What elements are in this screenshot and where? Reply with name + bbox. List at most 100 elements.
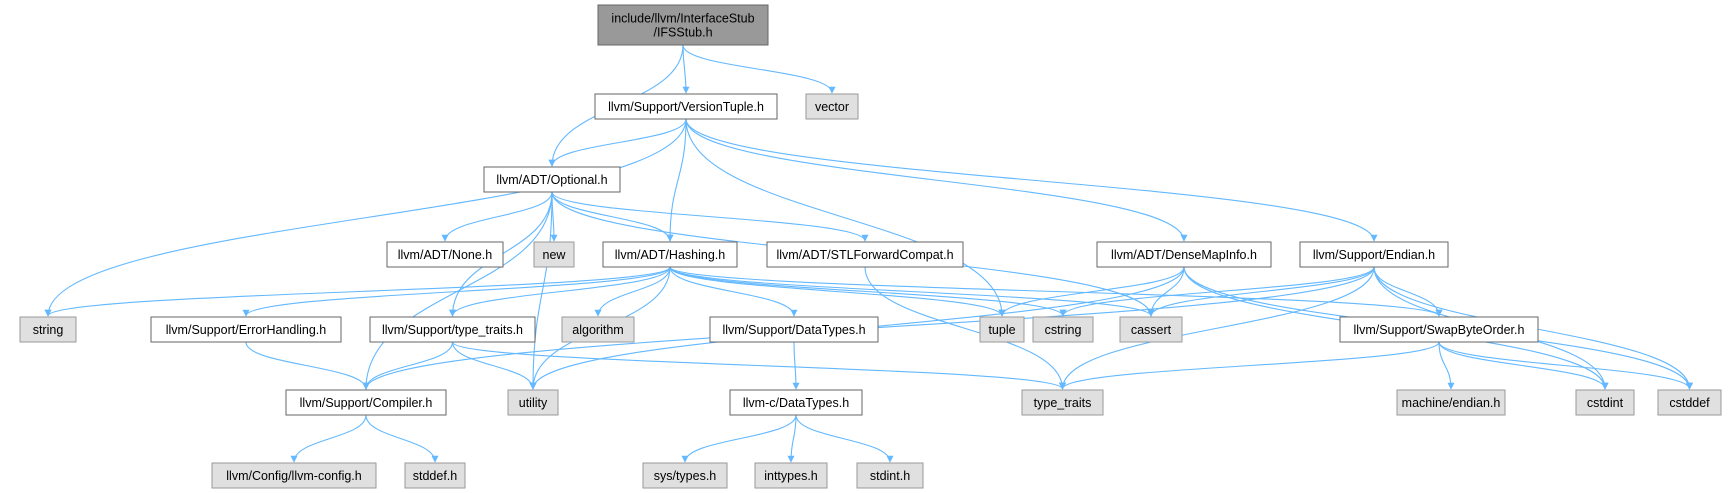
node-box — [150, 316, 342, 343]
node-label: machine/endian.h — [1402, 396, 1501, 410]
node-machine_endian: machine/endian.h — [1396, 389, 1506, 416]
edge-endian-to-swapbyteorder — [1373, 266, 1443, 317]
node-box — [1119, 316, 1183, 343]
node-box — [709, 316, 879, 343]
edge-versiontuple-to-tuple — [685, 118, 1006, 317]
node-hashing[interactable]: llvm/ADT/Hashing.h — [602, 241, 738, 268]
node-box — [1339, 316, 1539, 343]
node-versiontuple[interactable]: llvm/Support/VersionTuple.h — [594, 93, 778, 120]
node-box — [1096, 241, 1272, 268]
node-label: /IFSStub.h — [653, 26, 712, 40]
node-box — [754, 462, 828, 489]
edge-optional-to-utility — [529, 191, 553, 390]
node-ifsstub[interactable]: include/llvm/InterfaceStub/IFSStub.h — [597, 4, 769, 46]
node-label: type_traits — [1034, 396, 1092, 410]
node-endian[interactable]: llvm/Support/Endian.h — [1299, 241, 1449, 268]
node-box — [1396, 389, 1506, 416]
edge-hashing-to-datatypes_support — [669, 266, 798, 317]
node-label: llvm/ADT/None.h — [398, 248, 493, 262]
node-box — [211, 462, 377, 489]
node-label: tuple — [988, 323, 1015, 337]
node-box — [507, 389, 559, 416]
node-utility: utility — [507, 389, 559, 416]
node-label: sys/types.h — [654, 469, 717, 483]
node-box — [561, 316, 635, 343]
edge-optional-to-compiler — [362, 191, 553, 390]
node-datatypes_support[interactable]: llvm/Support/DataTypes.h — [709, 316, 879, 343]
node-vector: vector — [805, 93, 859, 120]
node-label: cstddef — [1669, 396, 1710, 410]
edge-ifsstub-to-vector — [682, 44, 836, 94]
node-cstdint: cstdint — [1575, 389, 1635, 416]
edge-hashing-to-tuple — [669, 266, 1006, 317]
node-box — [1299, 241, 1449, 268]
node-sys_types: sys/types.h — [642, 462, 728, 489]
node-label: new — [543, 248, 567, 262]
node-label: cstdint — [1587, 396, 1624, 410]
node-compiler[interactable]: llvm/Support/Compiler.h — [285, 389, 447, 416]
node-llvm_config: llvm/Config/llvm-config.h — [211, 462, 377, 489]
edge-hashing-to-algorithm — [594, 266, 671, 317]
node-tuple: tuple — [979, 316, 1025, 343]
edge-typetraits_h-to-utility — [451, 341, 537, 390]
edge-datatypes_support-to-llvmc_datatypes — [792, 341, 800, 390]
node-label: llvm/Support/ErrorHandling.h — [166, 323, 327, 337]
node-type_traits: type_traits — [1021, 389, 1104, 416]
edge-hashing-to-string — [44, 266, 671, 317]
node-box — [805, 93, 859, 120]
edge-typetraits_h-to-type_traits — [451, 341, 1066, 390]
node-label: llvm/Support/VersionTuple.h — [608, 100, 764, 114]
node-none[interactable]: llvm/ADT/None.h — [386, 241, 504, 268]
node-box — [979, 316, 1025, 343]
node-box — [404, 462, 466, 489]
node-algorithm: algorithm — [561, 316, 635, 343]
node-label: llvm/ADT/Optional.h — [496, 173, 607, 187]
node-stdint: stdint.h — [856, 462, 924, 489]
node-label: stdint.h — [870, 469, 910, 483]
edge-compiler-to-llvm_config — [290, 414, 367, 463]
edge-swapbyteorder-to-cstdint — [1438, 341, 1609, 390]
node-label: include/llvm/InterfaceStub — [611, 12, 754, 26]
node-llvmc_datatypes[interactable]: llvm-c/DataTypes.h — [729, 389, 863, 416]
node-box — [729, 389, 863, 416]
node-label: string — [33, 323, 64, 337]
node-stddef: stddef.h — [404, 462, 466, 489]
edge-hashing-to-cstring — [669, 266, 1067, 317]
edge-hashing-to-errorhandling — [242, 266, 671, 317]
node-label: cstring — [1045, 323, 1082, 337]
node-errorhandling[interactable]: llvm/Support/ErrorHandling.h — [150, 316, 342, 343]
node-box — [386, 241, 504, 268]
edge-swapbyteorder-to-cstddef — [1438, 341, 1693, 390]
node-swapbyteorder[interactable]: llvm/Support/SwapByteOrder.h — [1339, 316, 1539, 343]
node-box — [856, 462, 924, 489]
node-label: llvm/ADT/STLForwardCompat.h — [776, 248, 953, 262]
node-box — [602, 241, 738, 268]
edge-ifsstub-to-versiontuple — [682, 44, 690, 94]
node-typetraits_h[interactable]: llvm/Support/type_traits.h — [369, 316, 536, 343]
edge-optional-to-stlforward — [551, 191, 869, 242]
node-box — [1021, 389, 1104, 416]
edge-llvmc_datatypes-to-stdint — [795, 414, 894, 463]
node-box — [594, 93, 778, 120]
edge-endian-to-type_traits — [1059, 266, 1375, 390]
node-box — [369, 316, 536, 343]
node-cstddef: cstddef — [1657, 389, 1722, 416]
node-cassert: cassert — [1119, 316, 1183, 343]
node-box — [1657, 389, 1722, 416]
edge-optional-to-hashing — [551, 191, 674, 242]
node-label: llvm/Support/SwapByteOrder.h — [1354, 323, 1525, 337]
node-densemapinfo[interactable]: llvm/ADT/DenseMapInfo.h — [1096, 241, 1272, 268]
node-box — [19, 316, 77, 343]
node-optional[interactable]: llvm/ADT/Optional.h — [483, 166, 621, 193]
edge-llvmc_datatypes-to-sys_types — [681, 414, 797, 463]
edge-typetraits_h-to-compiler — [362, 341, 454, 390]
edge-compiler-to-stddef — [365, 414, 439, 463]
edge-versiontuple-to-optional — [548, 118, 687, 167]
node-stlforward[interactable]: llvm/ADT/STLForwardCompat.h — [766, 241, 964, 268]
node-box — [642, 462, 728, 489]
nodes-layer: include/llvm/InterfaceStub/IFSStub.h vect… — [19, 4, 1722, 489]
edge-stlforward-to-type_traits — [864, 266, 1066, 390]
edge-endian-to-cstring — [1059, 266, 1375, 317]
edge-swapbyteorder-to-type_traits — [1059, 341, 1440, 390]
